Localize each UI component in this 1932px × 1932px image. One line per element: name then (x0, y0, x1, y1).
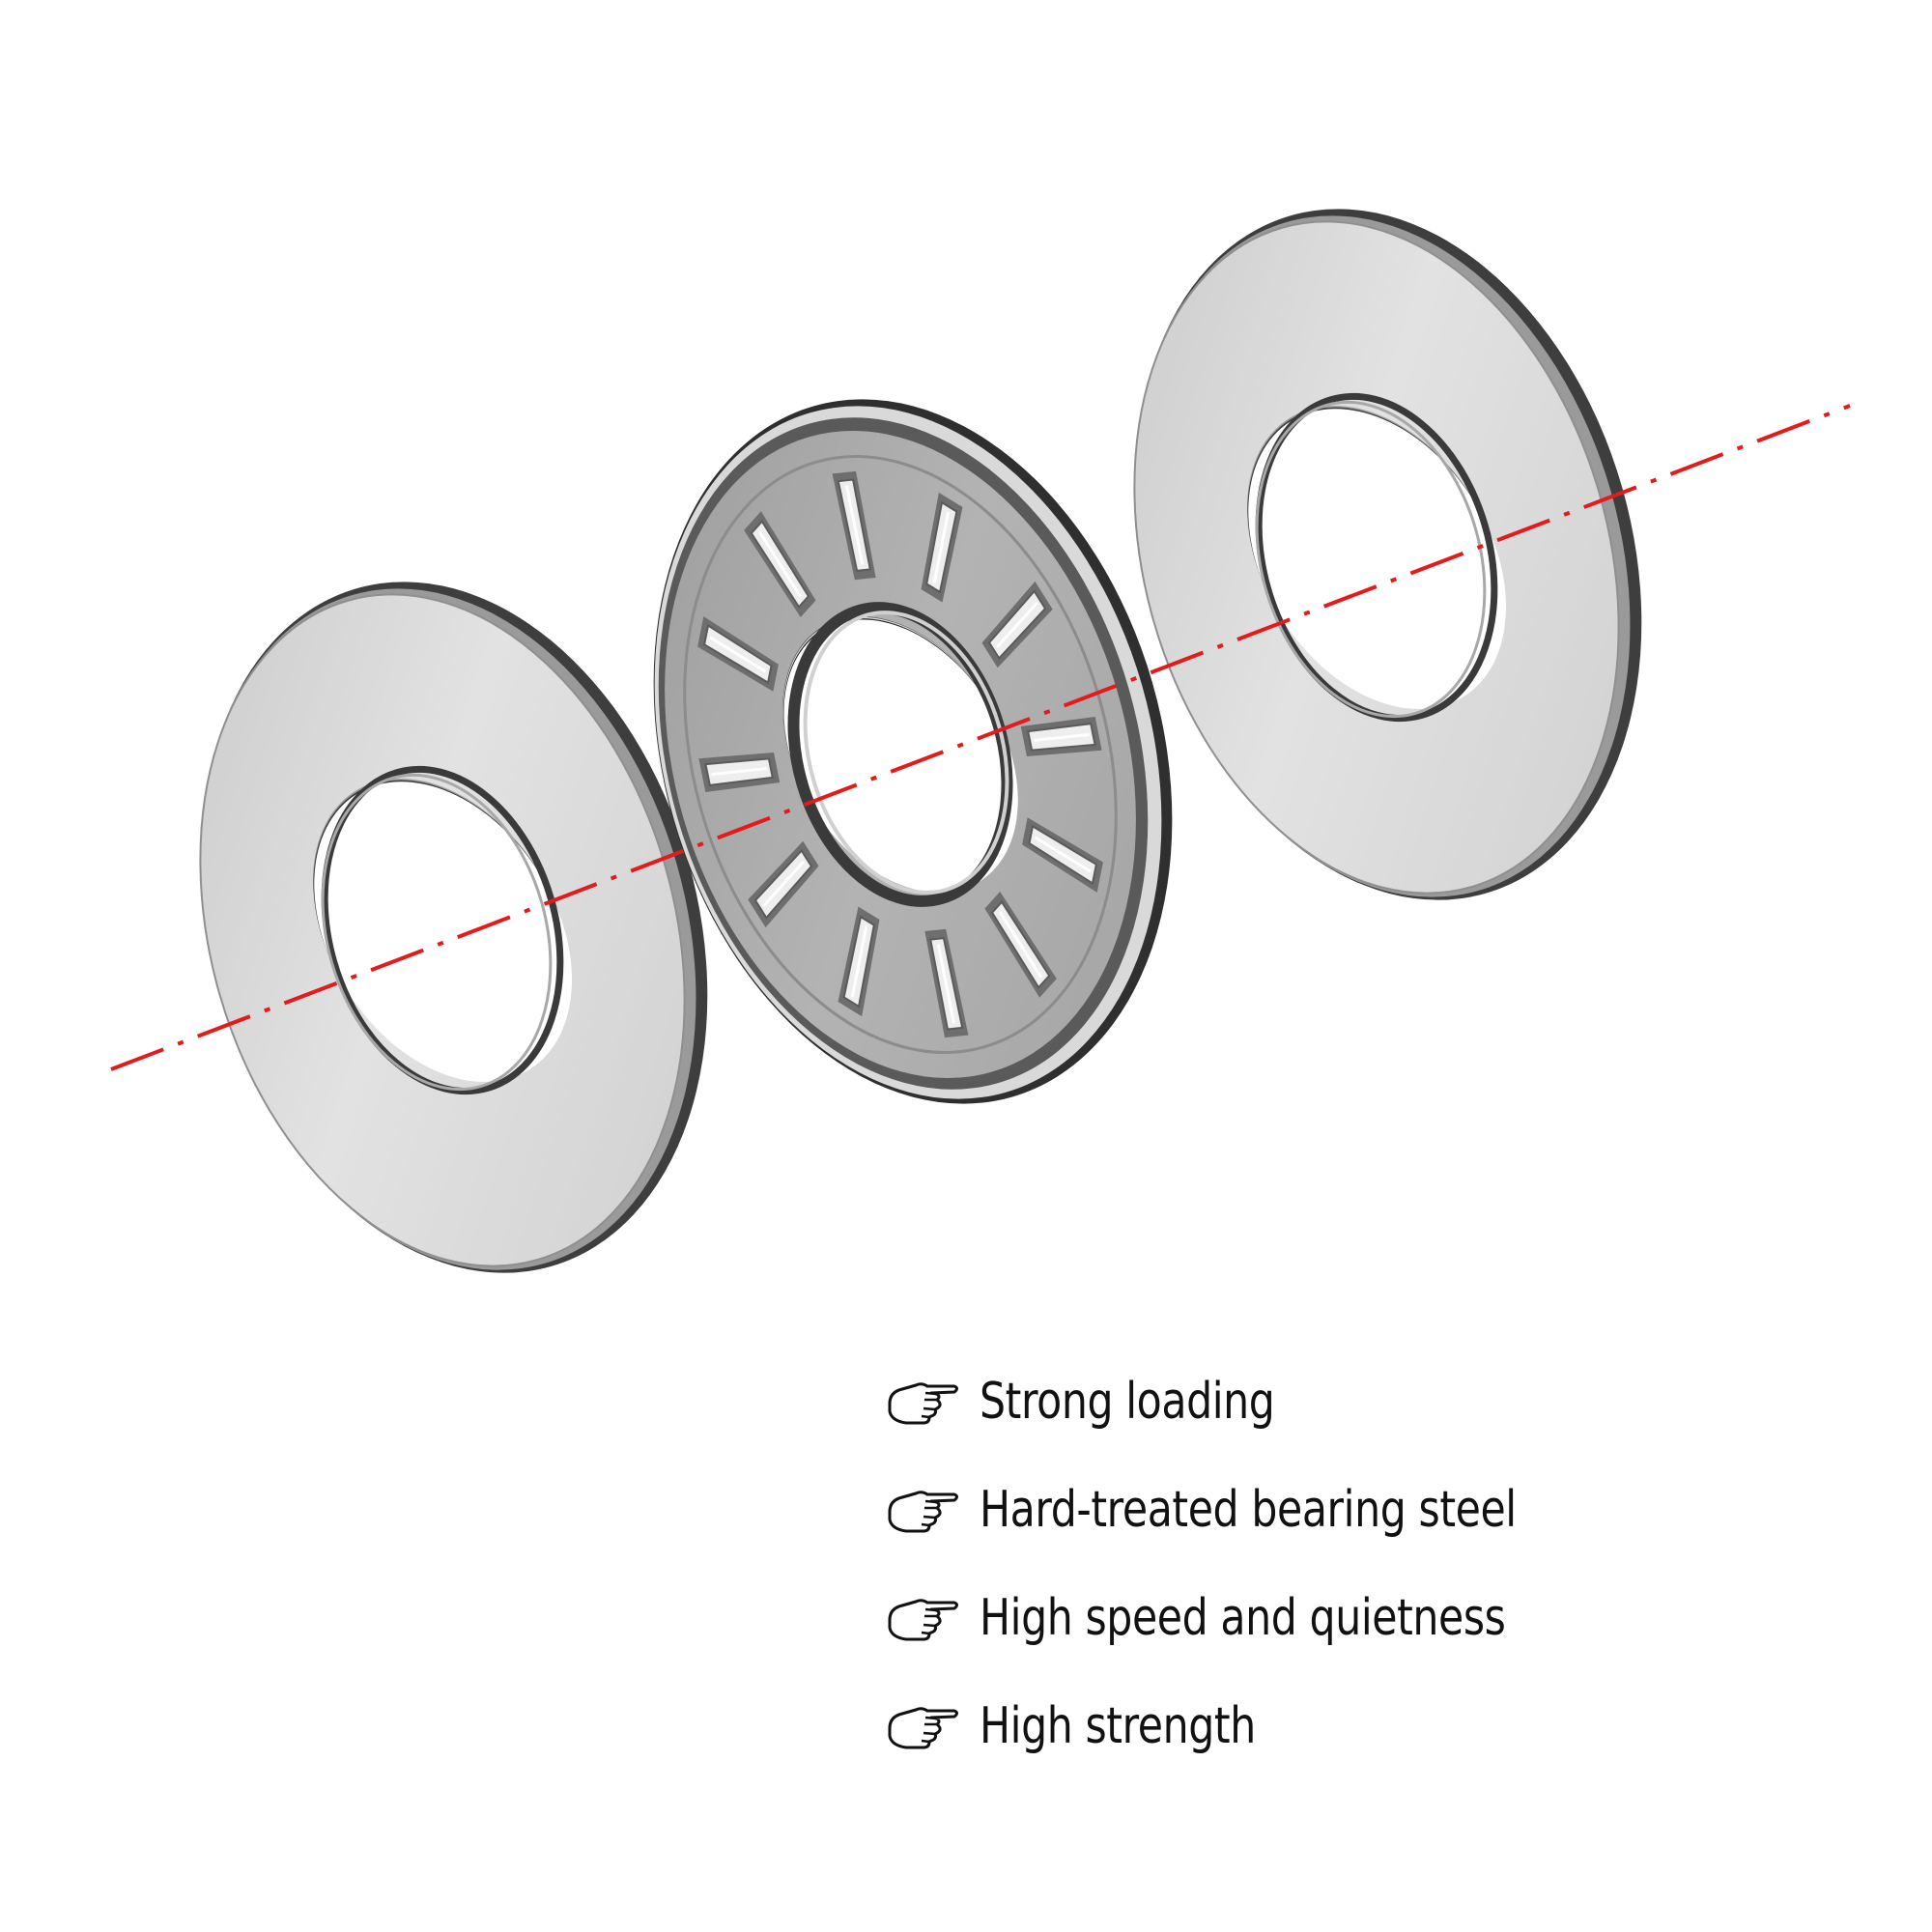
feature-label: Strong loading (980, 1373, 1275, 1431)
roller-highlight (711, 767, 767, 777)
center-axis-line (110, 404, 1851, 1071)
roller-highlight (1034, 732, 1090, 742)
feature-label: Hard-treated bearing steel (980, 1481, 1517, 1539)
pointing-hand-icon (888, 1599, 958, 1641)
roller-highlight (998, 911, 1043, 979)
roller-highlight (850, 925, 868, 998)
feature-list: Strong loading Hard-treated bearing stee… (887, 1348, 1853, 1780)
roller-highlight (709, 636, 767, 673)
right-washer (1133, 209, 1642, 900)
needle-rollers (697, 470, 1103, 1038)
feature-label: High speed and quietness (980, 1589, 1506, 1647)
left-washer (199, 582, 708, 1273)
feature-item: Hard-treated bearing steel (887, 1456, 1853, 1564)
roller-highlight (1034, 836, 1092, 873)
roller-highlight (996, 602, 1038, 648)
roller-highlight (757, 530, 803, 598)
roller-highlight (845, 485, 865, 565)
needle-roller-cage (653, 399, 1173, 1104)
feature-item: Strong loading (887, 1348, 1853, 1456)
roller-highlight (762, 861, 805, 907)
feature-item: High speed and quietness (887, 1564, 1853, 1672)
roller-highlight (932, 511, 951, 583)
roller-highlight (936, 944, 955, 1024)
pointing-hand-icon (888, 1382, 958, 1425)
pointing-hand-icon (888, 1491, 958, 1533)
pointing-hand-icon (888, 1707, 958, 1749)
feature-item: High strength (887, 1672, 1853, 1780)
feature-label: High strength (980, 1697, 1256, 1755)
